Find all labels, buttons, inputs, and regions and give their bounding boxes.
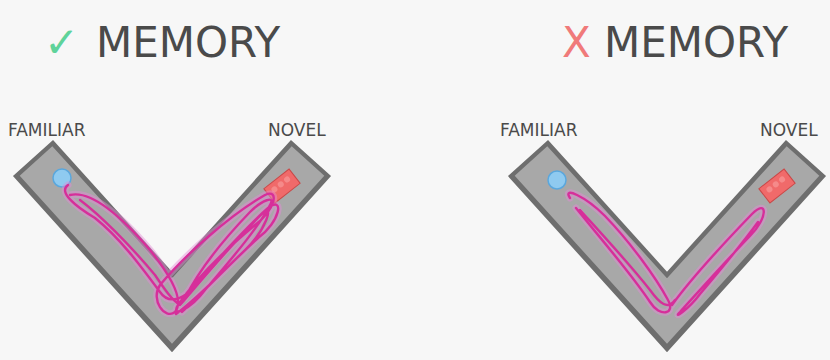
check-mark: ✓ xyxy=(44,22,79,64)
arm-label: FAMILIAR xyxy=(500,122,577,139)
heading-word: MEMORY xyxy=(96,22,280,64)
heading-word: MEMORY xyxy=(604,22,788,64)
right-maze xyxy=(528,158,806,315)
left-maze xyxy=(33,158,311,314)
arm-label: FAMILIAR xyxy=(8,122,85,139)
cross-mark: X xyxy=(562,22,591,64)
arm-label: NOVEL xyxy=(760,122,818,139)
arm-label: NOVEL xyxy=(268,122,326,139)
